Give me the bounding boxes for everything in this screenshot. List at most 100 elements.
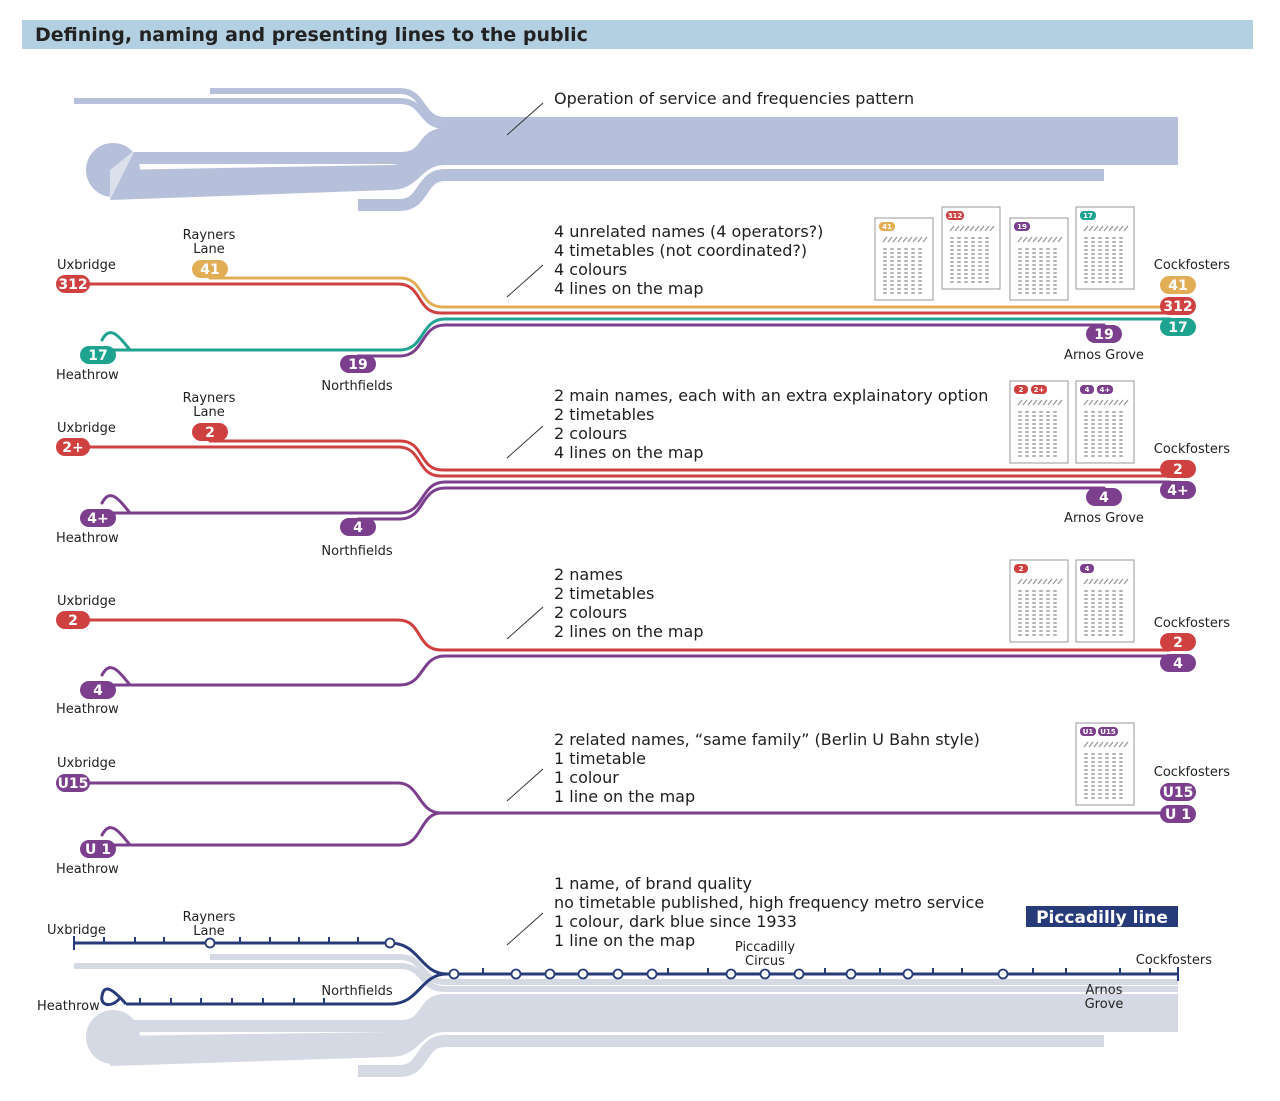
badge-2plus-uxbridge: 2+: [56, 438, 90, 456]
line-2plus: [72, 445, 1172, 478]
station-cockfosters: Cockfosters: [1154, 442, 1230, 457]
timetable-312: 312: [941, 206, 1001, 290]
unrelated-desc-2: 4 timetables (not coordinated?): [554, 241, 807, 260]
svg-text:2: 2: [205, 425, 215, 441]
header-bar: [22, 20, 1253, 49]
svg-text:19: 19: [348, 357, 367, 373]
line-u1-loop: [100, 826, 132, 847]
station-arnos-grove: Arnos: [1086, 983, 1123, 998]
svg-text:U1: U1: [1083, 728, 1094, 736]
svg-text:41: 41: [200, 262, 219, 278]
svg-text:4+: 4+: [87, 511, 108, 527]
station-uxbridge: Uxbridge: [57, 421, 116, 436]
badge-4-northfields: 4: [340, 518, 376, 536]
station-rayners-lane-2: Lane: [193, 924, 224, 939]
panel-related-names: 2 related names, “same family” (Berlin U…: [56, 722, 1230, 877]
line-u1: [96, 811, 443, 847]
svg-text:U 1: U 1: [1165, 807, 1191, 823]
station-arnos-grove: Arnos Grove: [1064, 348, 1144, 363]
badge-2-rayners: 2: [192, 423, 228, 441]
svg-text:312: 312: [1163, 299, 1192, 315]
pattern-main-band: [445, 137, 1178, 165]
svg-text:2+: 2+: [1034, 386, 1045, 394]
badge-19-arnos: 19: [1086, 325, 1122, 343]
pattern-tracks: [74, 88, 1178, 129]
badge-17-heathrow: 17: [80, 346, 116, 364]
station-cockfosters: Cockfosters: [1136, 953, 1212, 968]
svg-text:U15: U15: [58, 776, 89, 792]
station-northfields: Northfields: [321, 379, 392, 394]
svg-text:4+: 4+: [1100, 386, 1111, 394]
svg-text:2: 2: [1019, 565, 1024, 573]
svg-text:4: 4: [353, 520, 363, 536]
piccadilly-interchanges: [204, 937, 1009, 980]
timetable-17: 17: [1075, 206, 1135, 290]
svg-text:17: 17: [1168, 320, 1187, 336]
unrelated-desc-4: 4 lines on the map: [554, 279, 703, 298]
brand-desc-3: 1 colour, dark blue since 1933: [554, 912, 797, 931]
badge-2-end: 2: [1160, 633, 1196, 651]
station-heathrow: Heathrow: [56, 862, 119, 877]
svg-text:2: 2: [1019, 386, 1024, 394]
svg-text:41: 41: [882, 223, 892, 231]
page-title: Defining, naming and presenting lines to…: [35, 24, 588, 46]
line-4plus: [96, 480, 1172, 515]
badge-4-heathrow: 4: [80, 681, 116, 699]
badge-2-uxbridge: 2: [56, 611, 90, 629]
line-2: [72, 618, 1172, 652]
station-cockfosters: Cockfosters: [1154, 616, 1230, 631]
panel-main-names: 2 main names, each with an extra explain…: [56, 380, 1230, 559]
station-arnos-grove: Arnos Grove: [1064, 511, 1144, 526]
svg-text:19: 19: [1094, 327, 1113, 343]
svg-text:17: 17: [1083, 212, 1093, 220]
svg-text:2: 2: [68, 613, 78, 629]
station-uxbridge: Uxbridge: [57, 756, 116, 771]
station-piccadilly-circus-2: Circus: [745, 954, 785, 969]
line-4plus-loop: [100, 494, 132, 515]
svg-text:4: 4: [1085, 386, 1090, 394]
panel-two-names: 2 names 2 timetables 2 colours 2 lines o…: [56, 559, 1230, 717]
main-desc-4: 4 lines on the map: [554, 443, 703, 462]
badge-4plus-end: 4+: [1160, 481, 1196, 499]
station-rayners-lane: Rayners: [183, 910, 236, 925]
station-rayners-lane-2: Lane: [193, 405, 224, 420]
station-rayners-lane: Rayners: [183, 228, 236, 243]
station-cockfosters: Cockfosters: [1154, 258, 1230, 273]
badge-2-end: 2: [1160, 460, 1196, 478]
related-desc-2: 1 timetable: [554, 749, 646, 768]
svg-text:4+: 4+: [1167, 483, 1188, 499]
brand-desc-4: 1 line on the map: [554, 931, 695, 950]
svg-text:4: 4: [1099, 490, 1109, 506]
line-17-loop: [100, 331, 132, 352]
unrelated-desc-1: 4 unrelated names (4 operators?): [554, 222, 823, 241]
station-uxbridge: Uxbridge: [57, 258, 116, 273]
badge-u15-end: U15: [1160, 783, 1196, 801]
svg-text:312: 312: [948, 212, 963, 220]
station-heathrow: Heathrow: [56, 702, 119, 717]
timetable-4-4plus: 4 4+: [1075, 380, 1135, 464]
line-312: [72, 282, 1172, 315]
timetable-19: 19: [1009, 217, 1069, 301]
badge-4-arnos: 4: [1086, 488, 1122, 506]
station-northfields: Northfields: [321, 544, 392, 559]
badge-17-end: 17: [1160, 318, 1196, 336]
station-heathrow: Heathrow: [37, 999, 100, 1014]
station-northfields: Northfields: [321, 984, 392, 999]
timetable-2-2plus: 2 2+: [1009, 380, 1069, 464]
line-4: [96, 654, 1172, 687]
line-4-loop: [100, 666, 132, 687]
badge-u15-uxbridge: U15: [56, 774, 90, 792]
pattern-merge: [110, 137, 445, 200]
timetable-2: 2: [1009, 559, 1069, 643]
pattern-desc-line: Operation of service and frequencies pat…: [554, 89, 914, 108]
svg-text:U15: U15: [1100, 728, 1116, 736]
station-arnos-grove-2: Grove: [1085, 997, 1124, 1012]
svg-text:2+: 2+: [62, 440, 83, 456]
two-desc-4: 2 lines on the map: [554, 622, 703, 641]
two-desc-2: 2 timetables: [554, 584, 654, 603]
svg-text:U15: U15: [1163, 785, 1194, 801]
svg-text:4: 4: [1173, 656, 1183, 672]
line-41: [208, 276, 1172, 309]
line-19: [356, 323, 1106, 358]
